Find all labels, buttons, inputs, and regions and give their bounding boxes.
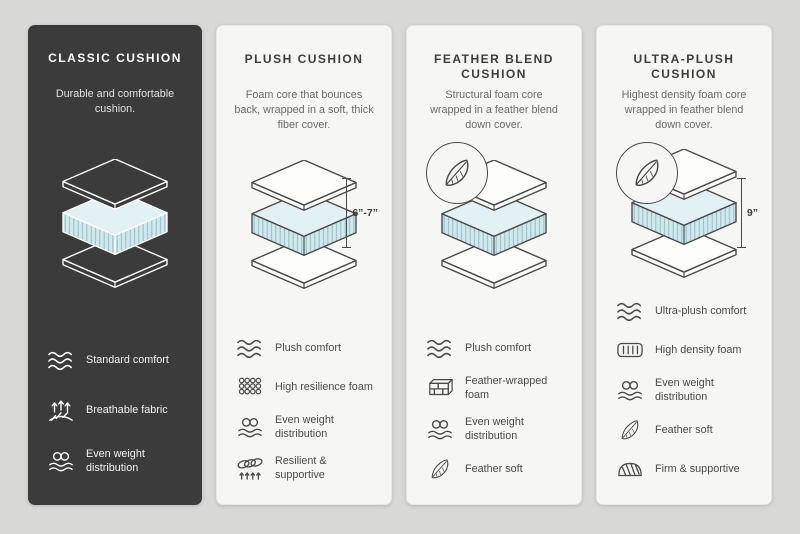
feather-badge (426, 142, 488, 204)
feature-row: Firm & supportive (615, 456, 753, 482)
measure-line (342, 178, 352, 248)
card-title: ULTRA-PLUSH CUSHION (633, 52, 735, 81)
bricks-icon (425, 375, 455, 401)
card-description: Foam core that bounces back, wrapped in … (234, 89, 374, 132)
feather-icon (425, 456, 455, 482)
foam-grid-icon (235, 374, 265, 400)
measure-line (736, 178, 746, 248)
card-ultra-plush-cushion: ULTRA-PLUSH CUSHION Highest density foam… (596, 25, 772, 505)
feature-label: Standard comfort (86, 353, 169, 366)
feature-row: Even weight distribution (46, 447, 184, 475)
wave-icon (615, 298, 645, 324)
feature-label: Feather soft (465, 462, 523, 475)
feature-label: High resilience foam (275, 380, 373, 393)
feature-row: Even weight distribution (615, 376, 753, 404)
feature-label: Even weight distribution (465, 415, 524, 442)
cushion-layers-illustration (50, 158, 180, 290)
feature-row: Even weight distribution (235, 413, 373, 441)
cushion-diagram: 6”-7” (232, 146, 378, 304)
feature-row: Feather soft (615, 417, 753, 443)
feature-list: Plush comfort High resilience foam Even … (232, 335, 376, 484)
breathable-icon (46, 397, 76, 423)
feature-list: Plush comfort Feather-wrapped foam Even … (422, 335, 566, 484)
height-measurement: 9” (736, 178, 758, 248)
height-measurement: 6”-7” (342, 178, 378, 248)
wave-icon (235, 335, 265, 361)
feature-label: Feather-wrapped foam (465, 374, 548, 401)
cushion-diagram: 9” (612, 142, 758, 282)
feature-label: Plush comfort (465, 341, 532, 354)
feature-label: Even weight distribution (86, 447, 145, 474)
firm-icon (615, 456, 645, 482)
feather-icon (615, 417, 645, 443)
feature-row: Plush comfort (425, 335, 563, 361)
feature-row: High resilience foam (235, 374, 373, 400)
spring-icon (235, 455, 265, 481)
card-description: Structural foam core wrapped in a feathe… (430, 89, 558, 132)
feature-label: Even weight distribution (275, 413, 334, 440)
feature-label: High density foam (655, 343, 742, 356)
feature-row: Feather soft (425, 456, 563, 482)
feather-badge (616, 142, 678, 204)
feature-row: Feather-wrapped foam (425, 374, 563, 402)
card-title: PLUSH CUSHION (244, 52, 364, 66)
feature-label: Breathable fabric (86, 403, 168, 416)
card-title: FEATHER BLEND CUSHION (434, 52, 554, 81)
card-description: Durable and comfortable cushion. (55, 88, 175, 116)
even-weight-icon (235, 414, 265, 440)
measure-value: 9” (746, 207, 758, 219)
feather-icon (629, 155, 665, 191)
feature-label: Feather soft (655, 423, 713, 436)
feature-label: Plush comfort (275, 341, 342, 354)
feature-label: Resilient & supportive (275, 454, 327, 481)
feature-label: Ultra-plush comfort (655, 304, 747, 317)
feature-row: Standard comfort (46, 347, 184, 373)
even-weight-icon (46, 448, 76, 474)
feather-icon (439, 155, 475, 191)
cushion-diagram (43, 145, 187, 303)
feature-list: Standard comfort Breathable fabric Even … (43, 347, 187, 485)
feature-row: Plush comfort (235, 335, 373, 361)
wave-icon (46, 347, 76, 373)
measure-value: 6”-7” (352, 207, 378, 219)
feature-label: Even weight distribution (655, 376, 714, 403)
card-description: Highest density foam core wrapped in fea… (621, 89, 747, 132)
feature-row: Breathable fabric (46, 397, 184, 423)
even-weight-icon (615, 377, 645, 403)
card-plush-cushion: PLUSH CUSHION Foam core that bounces bac… (216, 25, 392, 505)
feature-row: Ultra-plush comfort (615, 298, 753, 324)
feature-row: Resilient & supportive (235, 454, 373, 482)
feature-list: Ultra-plush comfort High density foam Ev… (612, 298, 756, 484)
card-title: CLASSIC CUSHION (48, 51, 182, 65)
wave-icon (425, 335, 455, 361)
cushion-diagram (422, 142, 566, 304)
card-classic-cushion: CLASSIC CUSHION Durable and comfortable … (28, 25, 202, 505)
card-feather-blend-cushion: FEATHER BLEND CUSHION Structural foam co… (406, 25, 582, 505)
even-weight-icon (425, 416, 455, 442)
feature-row: High density foam (615, 337, 753, 363)
feature-label: Firm & supportive (655, 462, 740, 475)
density-icon (615, 337, 645, 363)
feature-row: Even weight distribution (425, 415, 563, 443)
